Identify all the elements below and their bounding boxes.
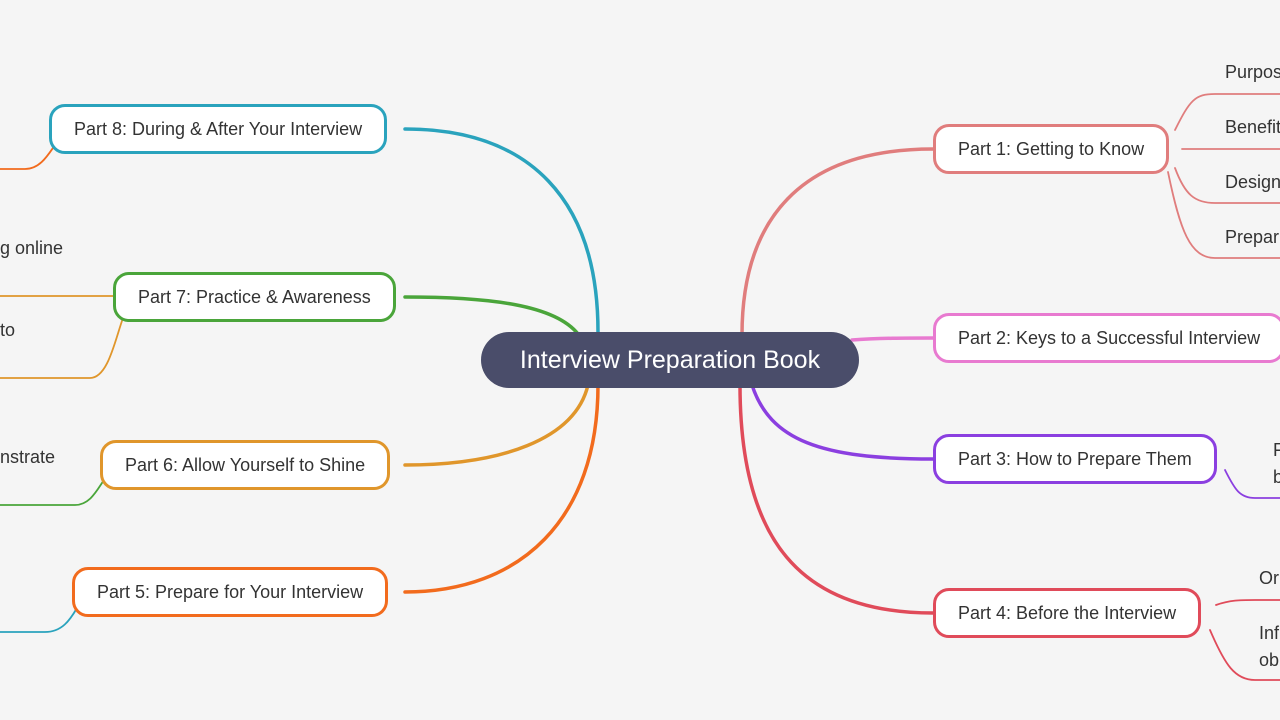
link-part-1-a xyxy=(1174,93,1280,131)
subtopic-part-4-a[interactable]: Or xyxy=(1259,568,1279,588)
link-part-8-a xyxy=(0,144,56,170)
link-part-5-a xyxy=(0,607,78,633)
subtopic-part-7-a[interactable]: g online xyxy=(0,238,64,258)
link-root-part-2 xyxy=(850,336,935,342)
subtopic-part-4-b-line-1[interactable]: Inf xyxy=(1259,623,1280,643)
topic-part-8[interactable]: Part 8: During & After Your Interview xyxy=(49,104,388,154)
subtopic-part-7-b[interactable]: to xyxy=(0,320,16,340)
link-root-part-8 xyxy=(403,127,600,334)
link-root-part-4 xyxy=(738,383,935,615)
subtopic-part-4-b-line-2[interactable]: ob xyxy=(1259,650,1280,670)
subtopic-part-1-c[interactable]: Design xyxy=(1225,172,1280,192)
subtopic-part-3-line-1[interactable]: F xyxy=(1273,440,1280,460)
link-root-part-1 xyxy=(740,147,935,337)
link-part-1-d xyxy=(1167,171,1280,259)
link-part-6-a xyxy=(0,479,105,506)
subtopic-part-3-line-2[interactable]: b xyxy=(1273,467,1280,487)
subtopic-part-1-a[interactable]: Purpos xyxy=(1225,62,1280,82)
topic-part-7[interactable]: Part 7: Practice & Awareness xyxy=(113,272,396,322)
link-root-part-7 xyxy=(403,295,580,336)
link-part-1-c xyxy=(1174,167,1280,204)
topic-part-5[interactable]: Part 5: Prepare for Your Interview xyxy=(72,567,389,617)
topic-part-3[interactable]: Part 3: How to Prepare Them xyxy=(933,434,1217,484)
topic-part-4[interactable]: Part 4: Before the Interview xyxy=(933,588,1202,638)
link-root-part-6 xyxy=(403,383,590,467)
link-part-3-a xyxy=(1224,469,1280,499)
topic-part-1[interactable]: Part 1: Getting to Know xyxy=(933,124,1170,174)
link-root-part-3 xyxy=(750,383,935,461)
topic-part-6[interactable]: Part 6: Allow Yourself to Shine xyxy=(100,440,391,490)
root-topic[interactable]: Interview Preparation Book xyxy=(481,332,859,388)
link-part-4-b xyxy=(1209,629,1280,681)
subtopic-part-1-b[interactable]: Benefit xyxy=(1225,117,1280,137)
link-root-part-5 xyxy=(403,383,600,594)
subtopic-part-1-d[interactable]: Prepar xyxy=(1225,227,1280,247)
link-part-4-a xyxy=(1215,599,1280,606)
link-part-7-b xyxy=(0,317,124,379)
subtopic-part-6-a[interactable]: nstrate xyxy=(0,447,56,467)
topic-part-2[interactable]: Part 2: Keys to a Successful Interview xyxy=(933,313,1280,363)
